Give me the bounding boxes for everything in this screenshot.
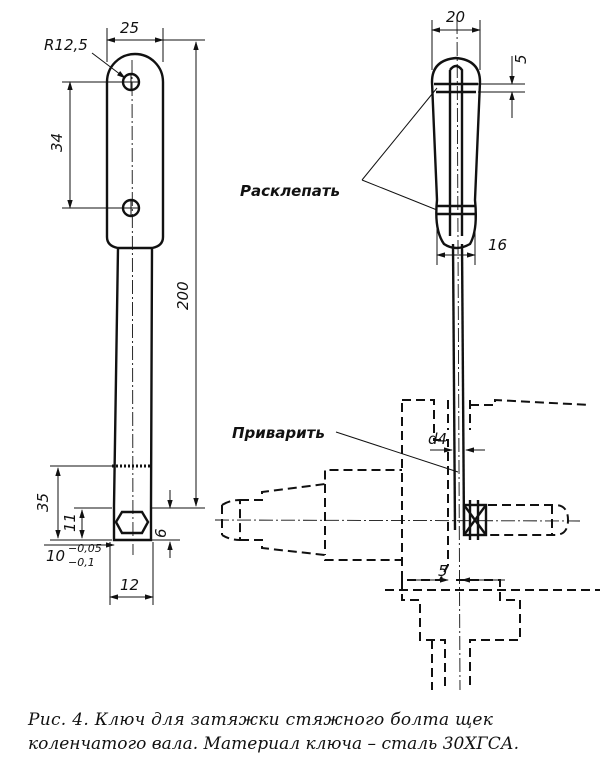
label-weld: Приварить bbox=[232, 424, 325, 442]
figure-caption: Рис. 4. Ключ для затяжки стяжного болта … bbox=[0, 700, 600, 769]
dim-16: 16 bbox=[488, 236, 507, 254]
right-dimensions bbox=[335, 20, 525, 583]
left-dimensions bbox=[44, 28, 205, 605]
dim-5-top: 5 bbox=[512, 54, 530, 64]
crankshaft-dashed bbox=[221, 398, 600, 690]
dim-5-bottom: 5 bbox=[438, 562, 448, 580]
dim-11: 11 bbox=[61, 513, 79, 532]
hex-socket bbox=[114, 510, 150, 535]
dim-radius: R12,5 bbox=[44, 36, 88, 54]
bolt-nut bbox=[462, 500, 488, 540]
caption-line-2: коленчатого вала. Материал ключа – сталь… bbox=[28, 734, 519, 754]
caption-line-1: Рис. 4. Ключ для затяжки стяжного болта … bbox=[28, 710, 494, 730]
wrench-side-view bbox=[430, 19, 482, 690]
dim-35: 35 bbox=[34, 493, 52, 512]
side-inner-slot bbox=[448, 64, 464, 236]
label-rivet: Расклепать bbox=[240, 182, 340, 200]
wrench-socket-end bbox=[112, 506, 153, 542]
dim-tolerance-base: 10 bbox=[46, 547, 65, 565]
wrench-front-view bbox=[105, 52, 165, 556]
dim-length-200: 200 bbox=[174, 281, 192, 310]
dim-6: 6 bbox=[152, 528, 170, 538]
dim-tolerance-upper: −0,05 bbox=[68, 542, 102, 555]
wrench-shaft-outline bbox=[112, 247, 154, 507]
dim-hole-spacing-34: 34 bbox=[48, 133, 66, 152]
dim-width-20: 20 bbox=[446, 8, 465, 26]
technical-drawing: 25 R12,5 34 200 35 11 6 10 −0,05 −0,1 12 bbox=[34, 8, 600, 690]
dim-tolerance-lower: −0,1 bbox=[68, 556, 95, 569]
dim-12: 12 bbox=[120, 576, 139, 594]
side-head-outline bbox=[430, 56, 482, 250]
wrench-head-outline bbox=[105, 52, 165, 250]
dim-width-25: 25 bbox=[120, 19, 139, 37]
dim-d4: d4 bbox=[428, 430, 447, 448]
centerline bbox=[131, 59, 134, 556]
